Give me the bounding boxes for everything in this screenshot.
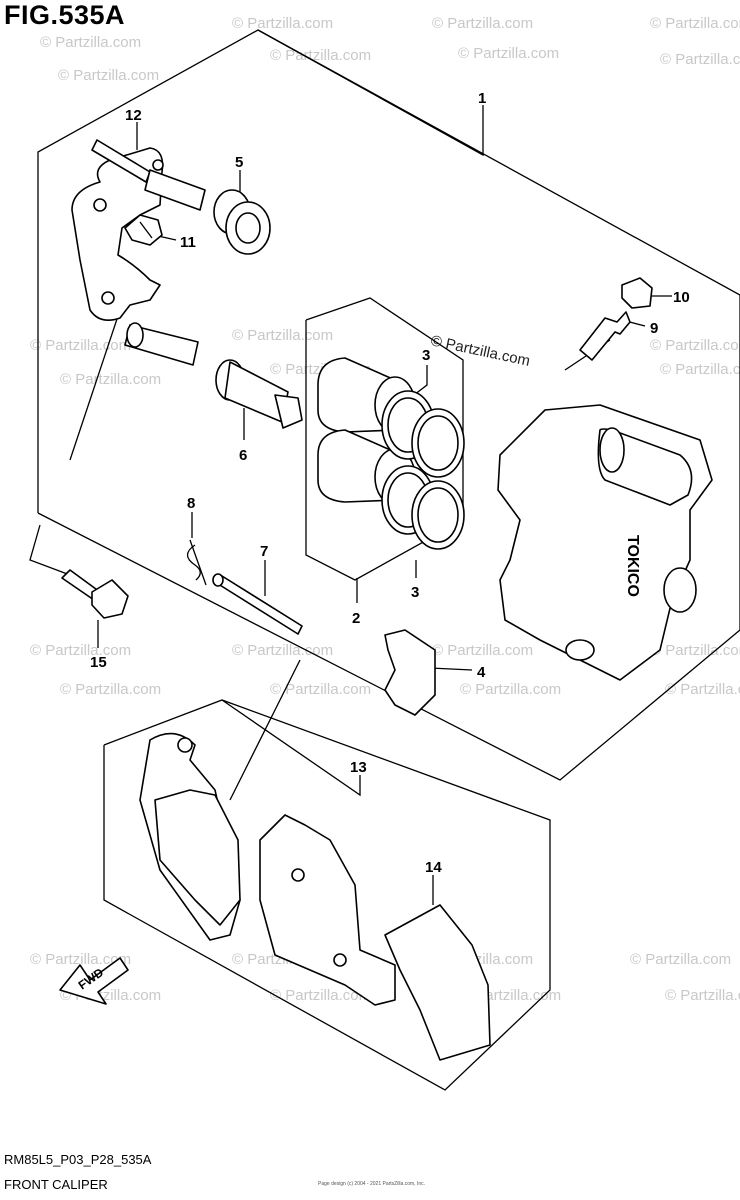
caliper-body: TOKICO — [497, 404, 713, 681]
watermark: © Partzilla.com — [660, 361, 740, 378]
caliper-brand-label: TOKICO — [624, 535, 641, 597]
watermark: © Partzilla.com — [460, 681, 561, 698]
leader-13-frame — [229, 659, 301, 801]
pistons-and-seals — [317, 357, 465, 550]
callout-15: 15 — [90, 654, 107, 671]
watermark: © Partzilla.com — [630, 951, 731, 968]
callout-4: 4 — [477, 664, 486, 681]
leader-lines — [29, 29, 672, 905]
watermark: © Partzilla.com — [650, 337, 740, 354]
diagram-code: RM85L5_P03_P28_535A — [4, 1152, 152, 1167]
watermark: © Partzilla.com — [232, 642, 333, 659]
watermark: © Partzilla.com — [660, 51, 740, 68]
caliper-bracket — [71, 139, 206, 366]
callout-3-top: 3 — [422, 347, 430, 364]
watermark: © Partzilla.com — [270, 987, 371, 1004]
watermark: © Partzilla.com — [30, 337, 131, 354]
pad-shim — [384, 904, 491, 1061]
watermark: © Partzilla.com — [458, 45, 559, 62]
watermark: © Partzilla.com — [40, 34, 141, 51]
watermark: © Partzilla.com — [30, 642, 131, 659]
bleeder-valve — [579, 311, 631, 361]
callout-2: 2 — [352, 610, 360, 627]
callouts: 1 2 3 3 4 5 6 7 8 9 10 11 12 13 14 15 — [90, 90, 690, 876]
watermark: © Partzilla.com — [429, 332, 531, 370]
watermark: © Partzilla.com — [30, 951, 131, 968]
mounting-bolt — [61, 569, 129, 619]
leader-13 — [221, 699, 361, 797]
dust-boot — [213, 189, 271, 255]
callout-14: 14 — [425, 859, 442, 876]
pad-pin-clip — [186, 539, 207, 586]
diagram-caption: FRONT CALIPER — [4, 1177, 108, 1192]
bleeder-cap — [621, 277, 653, 309]
watermark: © Partzilla.com — [60, 371, 161, 388]
watermark: © Partzilla.com — [432, 15, 533, 32]
caliper-assembly-frame — [37, 29, 740, 781]
callout-1: 1 — [478, 90, 486, 107]
watermark: © Partzilla.com — [60, 681, 161, 698]
slide-pin — [215, 359, 303, 429]
watermark: © Partzilla.com — [232, 327, 333, 344]
callout-13: 13 — [350, 759, 367, 776]
watermark: © Partzilla.com — [650, 15, 740, 32]
leader-4 — [429, 667, 473, 671]
watermark: © Partzilla.com — [665, 681, 740, 698]
leader-15-frame — [29, 524, 71, 576]
watermark: © Partzilla.com — [432, 642, 533, 659]
pad-spring — [384, 629, 436, 716]
watermark: © Partzilla.com — [650, 642, 740, 659]
callout-12: 12 — [125, 107, 142, 124]
figure-title: FIG.535A — [4, 0, 126, 30]
pad-pin — [212, 573, 303, 635]
callout-9: 9 — [650, 320, 658, 337]
watermark: © Partzilla.com — [232, 15, 333, 32]
callout-7: 7 — [260, 543, 268, 560]
callout-8: 8 — [187, 495, 195, 512]
callout-5: 5 — [235, 154, 243, 171]
callout-6: 6 — [239, 447, 247, 464]
watermark: © Partzilla.com — [270, 681, 371, 698]
leader-12-frame — [69, 309, 121, 461]
callout-10: 10 — [673, 289, 690, 306]
copyright-footer: Page design (c) 2004 - 2021 PartsZilla.c… — [318, 1181, 425, 1187]
retainer-clip — [124, 214, 163, 246]
brake-pad-set — [139, 732, 396, 1006]
callout-3-bottom: 3 — [411, 584, 419, 601]
callout-11: 11 — [180, 234, 196, 251]
watermark: © Partzilla.com — [58, 67, 159, 84]
watermark: © Partzilla.com — [270, 47, 371, 64]
watermark: © Partzilla.com — [665, 987, 740, 1004]
leader-1 — [257, 29, 484, 157]
